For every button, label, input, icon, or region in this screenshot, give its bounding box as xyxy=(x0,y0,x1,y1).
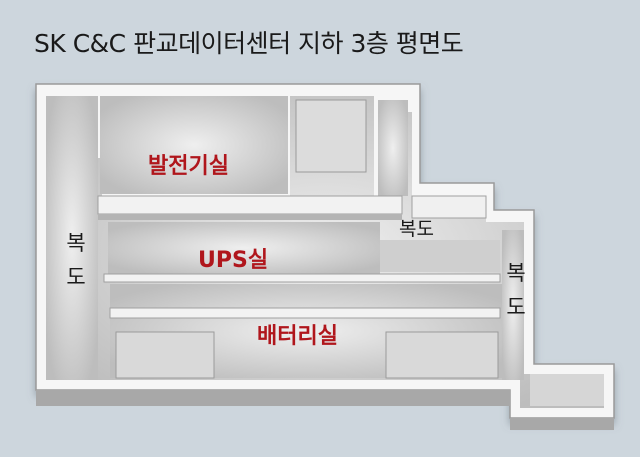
mid-corridor-label: 복도 xyxy=(399,218,434,240)
left-corridor-label-bottom: 도 xyxy=(66,265,86,289)
right-corridor-label-top: 복 xyxy=(506,261,526,285)
right-corridor-label-bottom: 도 xyxy=(506,295,526,319)
battery-room-label: 배터리실 xyxy=(257,324,338,349)
generator-room-label: 발전기실 xyxy=(148,154,229,179)
ups-room xyxy=(108,222,380,274)
generator-room xyxy=(100,96,288,194)
left-corridor-label-top: 복 xyxy=(66,231,86,255)
page-title: SK C&C 판교데이터센터 지하 3층 평면도 xyxy=(34,29,464,58)
corner-room xyxy=(530,374,604,406)
small-room xyxy=(295,99,367,173)
ups-room-label: UPS실 xyxy=(198,248,269,273)
